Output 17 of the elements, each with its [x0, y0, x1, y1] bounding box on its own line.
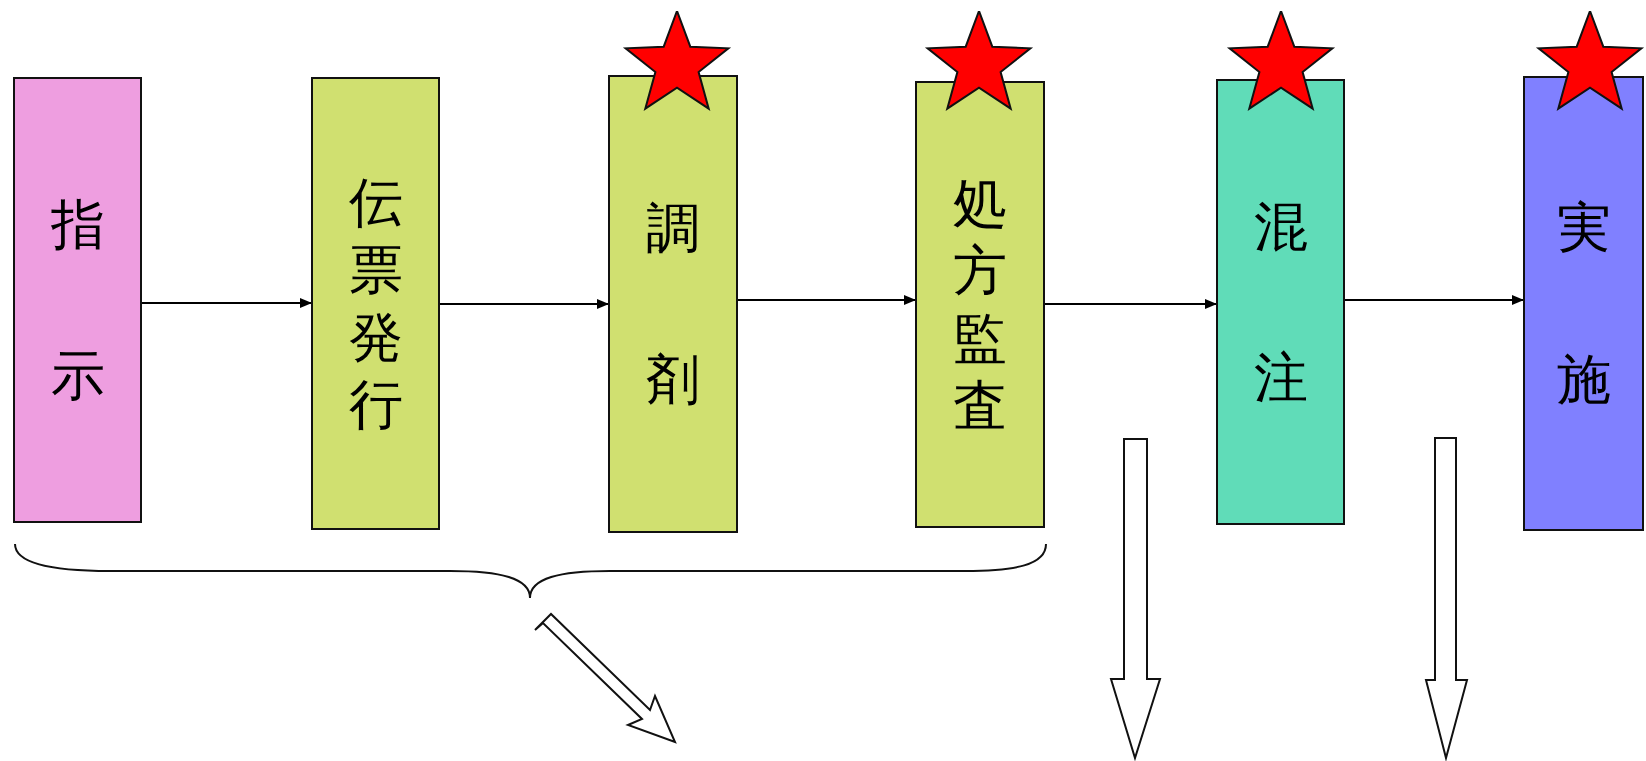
process-box — [13, 77, 142, 523]
arrow — [439, 299, 609, 309]
arrow — [737, 295, 916, 305]
step-label: 伝票発行 — [348, 169, 403, 438]
process-box — [311, 77, 440, 530]
process-box — [1523, 76, 1644, 531]
step-label: 混注 — [1253, 193, 1308, 411]
process-box — [608, 75, 738, 533]
arrow — [1344, 295, 1524, 305]
arrow — [1044, 299, 1217, 309]
step-label: 指示 — [50, 191, 105, 409]
step-label: 調剤 — [646, 195, 700, 413]
step-label: 実施 — [1556, 195, 1611, 413]
step-label: 処方監査 — [953, 170, 1007, 439]
process-box — [915, 81, 1045, 528]
arrow — [141, 298, 312, 308]
process-box — [1216, 79, 1345, 525]
